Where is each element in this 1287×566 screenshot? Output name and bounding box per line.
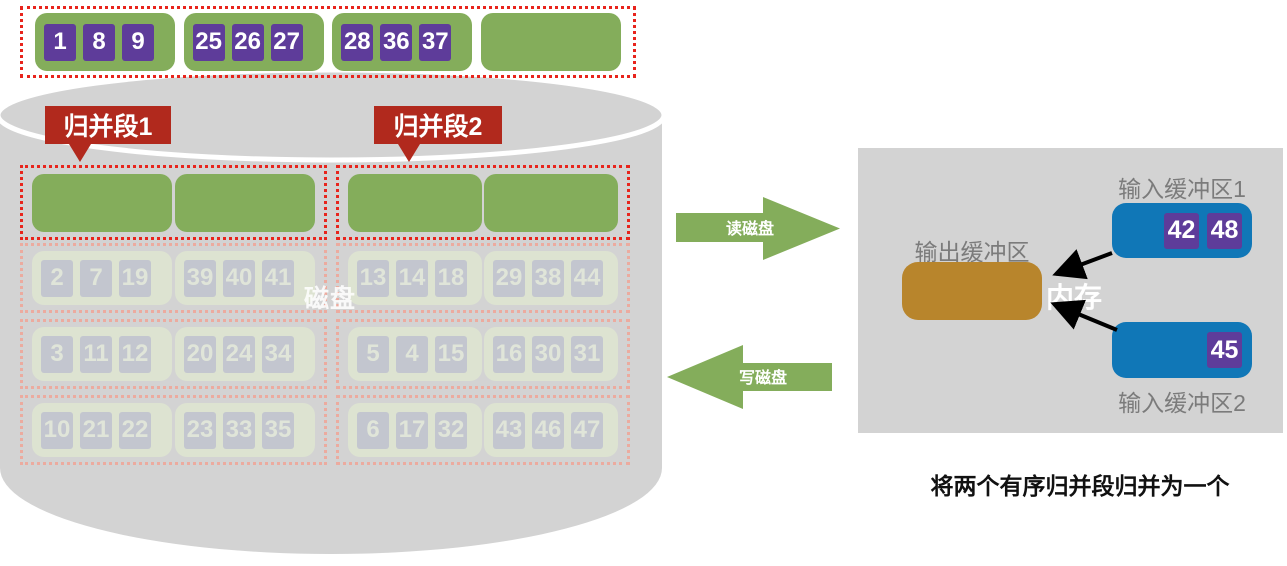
number-tile: 14 [396,259,428,297]
output-buffer [902,262,1042,320]
number-tile: 31 [571,335,603,373]
number-tile: 15 [435,335,467,373]
number-tile: 35 [262,411,294,449]
disk-block-empty [348,173,482,232]
number-tile: 34 [262,335,294,373]
number-tile: 19 [119,259,151,297]
number-tile: 20 [184,335,216,373]
disk-block-empty [32,173,172,232]
number-tile: 6 [357,411,389,449]
read-disk-arrow-label: 读磁盘 [726,219,774,238]
number-tile: 25 [192,23,225,61]
number-tile: 32 [435,411,467,449]
disk-block-empty [484,173,618,232]
number-tile: 22 [119,411,151,449]
number-tile: 44 [571,259,603,297]
segment-2-label: 归并段2 [374,106,502,162]
input-buffer-2: 45 [1112,322,1252,378]
number-tile: 45 [1207,332,1242,368]
number-tile: 42 [1164,212,1199,249]
number-tile: 43 [493,411,525,449]
number-tile: 21 [80,411,112,449]
disk-block-empty [175,173,315,232]
input-buffer-2-label: 输入缓冲区2 [1118,390,1246,416]
number-tile: 5 [357,335,389,373]
number-tile: 23 [184,411,216,449]
number-tile: 7 [80,259,112,297]
write-disk-arrow: 写磁盘 [667,345,832,409]
number-tile: 28 [341,23,374,61]
segment-1-label: 归并段1 [45,106,171,162]
number-tile: 2 [41,259,73,297]
number-tile: 11 [80,335,112,373]
number-tile: 33 [223,411,255,449]
read-disk-arrow: 读磁盘 [676,197,840,260]
number-tile: 40 [223,259,255,297]
number-tile: 47 [571,411,603,449]
buffer1-to-output-arrow [1052,249,1113,280]
number-tile: 18 [435,259,467,297]
number-tile: 27 [270,23,303,61]
number-tile: 29 [493,259,525,297]
disk-label: 磁盘 [304,285,357,313]
diagram-caption: 将两个有序归并段归并为一个 [930,473,1230,499]
number-tile: 10 [41,411,73,449]
number-tile: 4 [396,335,428,373]
number-tile: 36 [380,23,413,61]
number-tile: 46 [532,411,564,449]
merge-arrows [1050,249,1118,332]
number-tile: 13 [357,259,389,297]
number-tile: 39 [184,259,216,297]
segment-1-label-text: 归并段1 [63,113,153,141]
number-tile: 1 [44,23,76,61]
number-tile: 3 [41,335,73,373]
buffer2-to-output-arrow [1050,299,1118,332]
write-disk-arrow-label: 写磁盘 [739,368,787,387]
number-tile: 41 [262,259,294,297]
read-disk-arrow-shape [676,197,840,260]
output-buffer-label: 输出缓冲区 [914,239,1030,265]
input-buffer-1-label: 输入缓冲区1 [1118,176,1246,202]
number-tile: 38 [532,259,564,297]
number-tile: 24 [223,335,255,373]
number-tile: 26 [231,23,264,61]
segment-2-label-text: 归并段2 [393,113,483,141]
number-tile: 30 [532,335,564,373]
number-tile: 37 [419,23,452,61]
number-tile: 8 [83,23,115,61]
number-tile: 48 [1207,212,1242,249]
disk-block-empty [480,13,621,71]
segment-2-row [336,165,630,240]
number-tile: 16 [493,335,525,373]
number-tile: 12 [119,335,151,373]
number-tile: 9 [122,23,154,61]
write-disk-arrow-shape [667,345,832,409]
segment-1-row [20,165,327,240]
number-tile: 17 [396,411,428,449]
